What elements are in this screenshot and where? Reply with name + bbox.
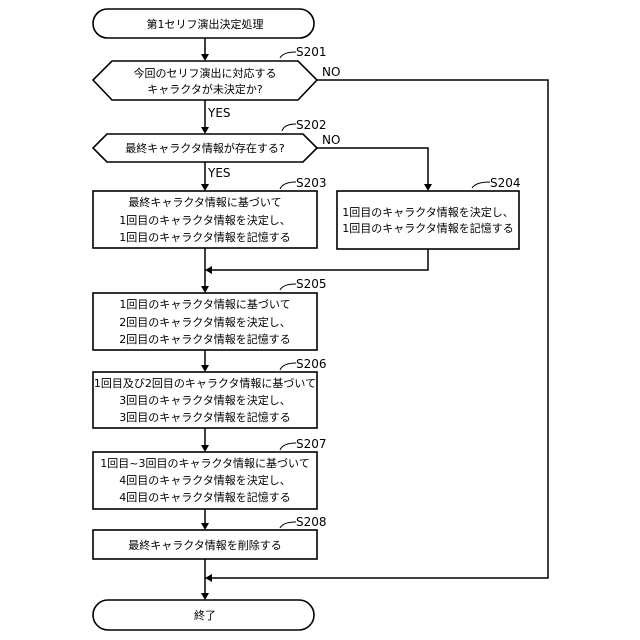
process-s205-line-3: 2回目のキャラクタ情報を記憶する	[119, 332, 291, 346]
arrow-s201-no-end	[205, 574, 212, 582]
arrow-s201-s202	[201, 127, 209, 134]
process-s207-line-2: 4回目のキャラクタ情報を決定し、	[119, 473, 291, 487]
process-s203-line-2: 1回目のキャラクタ情報を決定し、	[119, 213, 291, 227]
arrow-s203-s205	[201, 286, 209, 293]
process-s207: 1回目~3回目のキャラクタ情報に基づいて 4回目のキャラクタ情報を決定し、 4回…	[93, 437, 327, 509]
arrow-s202-s203	[201, 184, 209, 191]
process-s204-line-2: 1回目のキャラクタ情報を記憶する	[342, 221, 514, 235]
process-s205-line-1: 1回目のキャラクタ情報に基づいて	[119, 298, 290, 311]
step-id-leader-s207	[280, 443, 296, 450]
step-id-s206: S206	[296, 357, 327, 371]
step-id-s208: S208	[296, 515, 327, 529]
process-s207-line-1: 1回目~3回目のキャラクタ情報に基づいて	[100, 457, 309, 470]
process-s206-line-2: 3回目のキャラクタ情報を決定し、	[119, 393, 291, 407]
step-id-leader-s201	[280, 52, 296, 58]
edge-s202-s204	[317, 148, 428, 188]
process-s204-shape	[337, 191, 519, 249]
step-id-s203: S203	[296, 176, 327, 190]
end-label: 終了	[194, 608, 216, 622]
process-s203-line-3: 1回目のキャラクタ情報を記憶する	[119, 230, 291, 244]
step-id-s202: S202	[296, 118, 327, 132]
end-terminal: 終了	[93, 600, 314, 630]
step-id-s201: S201	[296, 45, 327, 59]
process-s208-line-1: 最終キャラクタ情報を削除する	[128, 538, 282, 552]
process-s206: 1回目及び2回目のキャラクタ情報に基づいて 3回目のキャラクタ情報を決定し、 3…	[93, 357, 327, 428]
arrow-s202-s204	[424, 184, 432, 191]
arrow-start-s201	[201, 54, 209, 61]
start-terminal: 第1セリフ演出決定処理	[93, 9, 314, 38]
edge-label-s202-no: NO	[322, 133, 340, 147]
step-id-s205: S205	[296, 277, 327, 291]
edge-s204-merge	[209, 249, 428, 270]
process-s207-line-3: 4回目のキャラクタ情報を記憶する	[119, 490, 291, 504]
edge-label-s201-yes: YES	[207, 106, 231, 120]
process-s203: 最終キャラクタ情報に基づいて 1回目のキャラクタ情報を決定し、 1回目のキャラク…	[93, 176, 327, 248]
arrow-s204-merge	[205, 266, 212, 274]
step-id-leader-s206	[280, 363, 296, 370]
step-id-leader-s205	[280, 284, 296, 290]
arrow-s207-s208	[201, 523, 209, 530]
process-s205-line-2: 2回目のキャラクタ情報を決定し、	[119, 315, 291, 329]
edge-label-s202-yes: YES	[207, 166, 231, 180]
step-id-s207: S207	[296, 437, 327, 451]
arrow-s206-s207	[201, 445, 209, 452]
start-label: 第1セリフ演出決定処理	[147, 17, 264, 31]
decision-s202-line-1: 最終キャラクタ情報が存在する?	[125, 141, 285, 155]
step-id-leader-s208	[280, 522, 296, 528]
step-id-leader-s203	[280, 182, 296, 189]
arrow-s205-s206	[201, 365, 209, 372]
decision-s202: 最終キャラクタ情報が存在する? S202	[93, 118, 327, 162]
process-s204-line-1: 1回目のキャラクタ情報を決定し、	[342, 205, 514, 219]
decision-s201: 今回のセリフ演出に対応する キャラクタが未決定か? S201	[93, 45, 327, 100]
process-s203-line-1: 最終キャラクタ情報に基づいて	[128, 195, 281, 209]
step-id-leader-s202	[282, 124, 296, 131]
step-id-s204: S204	[490, 176, 521, 190]
process-s208: 最終キャラクタ情報を削除する S208	[93, 515, 327, 559]
process-s206-line-3: 3回目のキャラクタ情報を記憶する	[119, 410, 291, 424]
decision-s201-line-1: 今回のセリフ演出に対応する	[134, 66, 277, 80]
decision-s201-line-2: キャラクタが未決定か?	[147, 82, 263, 96]
arrow-s208-end	[201, 593, 209, 600]
process-s205: 1回目のキャラクタ情報に基づいて 2回目のキャラクタ情報を決定し、 2回目のキャ…	[93, 277, 327, 350]
step-id-leader-s204	[472, 182, 490, 188]
process-s206-line-1: 1回目及び2回目のキャラクタ情報に基づいて	[94, 377, 316, 390]
edge-label-s201-no: NO	[322, 65, 340, 79]
